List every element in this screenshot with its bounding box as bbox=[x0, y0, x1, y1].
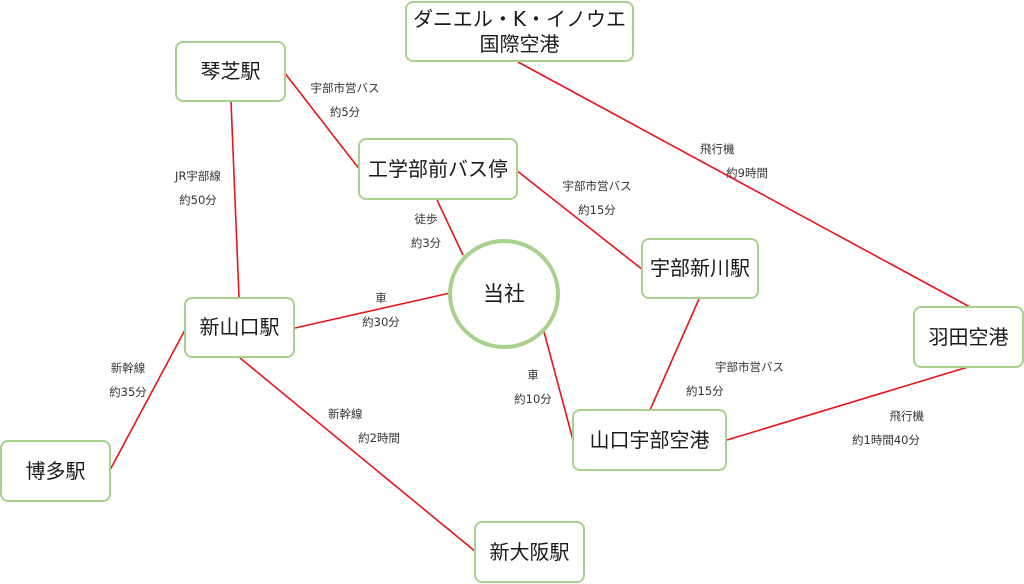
node-kotoshiba-station: 琴芝駅 bbox=[175, 41, 286, 102]
edge-label-ubeshinkawa-ubeairport: 宇部市営バス 約15分 bbox=[686, 360, 784, 398]
edge-kotoshiba-busstop bbox=[283, 71, 361, 171]
node-hakata-label: 博多駅 bbox=[25, 458, 86, 483]
edge-ubeshinkawa-ubeairport bbox=[649, 298, 700, 411]
edge-label-kotoshiba-shinyamaguchi: JR宇部線 約50分 bbox=[175, 169, 221, 207]
edge-label-hnl-haneda: 飛行機 約9時間 bbox=[700, 142, 768, 180]
edge-shinyamaguchi-shinosaka bbox=[239, 357, 477, 553]
node-company: 当社 bbox=[448, 239, 560, 349]
edge-busstop-ubeshinkawa bbox=[515, 169, 644, 271]
node-shin-osaka-station: 新大阪駅 bbox=[474, 521, 585, 583]
node-bus-stop-label: 工学部前バス停 bbox=[368, 156, 508, 181]
edge-label-shinyamaguchi-hakata: 新幹線 約35分 bbox=[109, 361, 147, 399]
edge-label-kotoshiba-busstop: 宇部市営バス 約5分 bbox=[310, 81, 380, 119]
edge-label-shinyamaguchi-shinosaka: 新幹線 約2時間 bbox=[328, 407, 400, 445]
edge-shinyamaguchi-hakata bbox=[109, 327, 187, 471]
edge-busstop-company bbox=[436, 199, 464, 256]
node-hnl-airport: ダニエル・K・イノウエ 国際空港 bbox=[405, 1, 634, 62]
edge-label-busstop-company: 徒歩 約3分 bbox=[410, 212, 442, 250]
node-hnl-airport-line2: 国際空港 bbox=[479, 31, 560, 56]
node-yamaguchi-ube-airport: 山口宇部空港 bbox=[572, 409, 727, 471]
node-hnl-airport-line1: ダニエル・K・イノウエ bbox=[412, 6, 627, 31]
node-shin-osaka-label: 新大阪駅 bbox=[489, 539, 570, 564]
node-kotoshiba-label: 琴芝駅 bbox=[200, 59, 261, 83]
node-ube-shinkawa-label: 宇部新川駅 bbox=[650, 256, 750, 280]
edge-company-ubeairport bbox=[542, 327, 574, 441]
edge-haneda-ubeairport bbox=[726, 366, 969, 441]
edge-label-haneda-ubeairport: 飛行機 約1時間40分 bbox=[852, 409, 924, 447]
node-yamaguchi-ube-airport-label: 山口宇部空港 bbox=[589, 427, 710, 452]
edge-hnl-haneda bbox=[517, 61, 971, 308]
node-company-label: 当社 bbox=[483, 281, 525, 306]
node-shin-yamaguchi-label: 新山口駅 bbox=[199, 315, 280, 339]
edge-label-busstop-ubeshinkawa: 宇部市営バス 約15分 bbox=[562, 179, 632, 217]
node-haneda-airport: 羽田空港 bbox=[913, 306, 1024, 368]
edge-label-company-ubeairport: 車 約10分 bbox=[514, 368, 552, 406]
node-haneda-label: 羽田空港 bbox=[928, 324, 1009, 349]
node-engineering-bus-stop: 工学部前バス停 bbox=[358, 138, 518, 200]
edge-kotoshiba-shinyamaguchi bbox=[230, 100, 240, 298]
node-hakata-station: 博多駅 bbox=[0, 440, 111, 502]
node-shin-yamaguchi-station: 新山口駅 bbox=[184, 297, 295, 358]
edge-shinyamaguchi-company bbox=[294, 292, 451, 329]
edge-label-shinyamaguchi-company: 車 約30分 bbox=[362, 291, 400, 329]
node-ube-shinkawa-station: 宇部新川駅 bbox=[641, 238, 759, 299]
